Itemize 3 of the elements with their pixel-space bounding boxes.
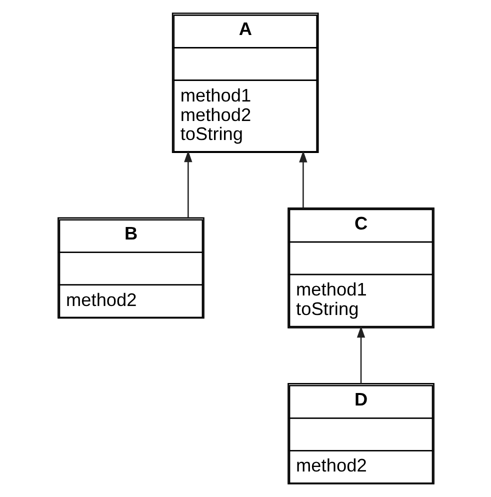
arrow [298,150,307,208]
arrow [356,326,365,384]
arrow [184,150,192,218]
